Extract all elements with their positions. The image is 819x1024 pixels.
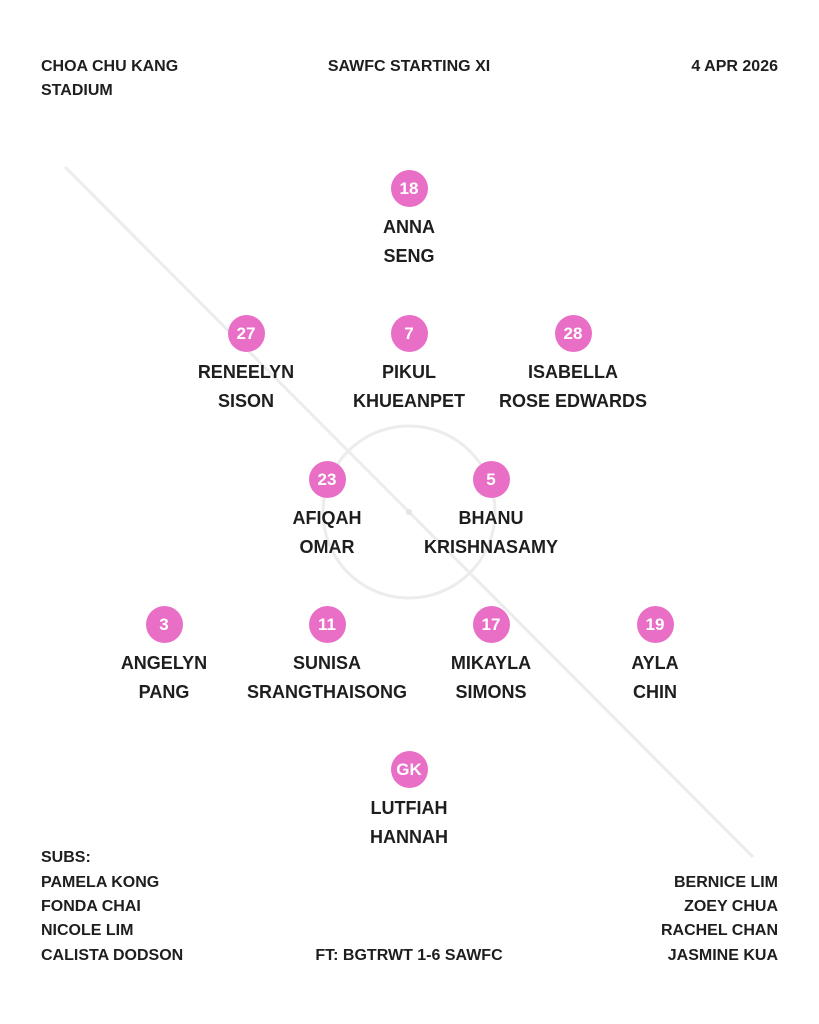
player-5: 5 BHANU KRISHNASAMY	[381, 461, 601, 562]
player-last-name: SRANGTHAISONG	[246, 682, 407, 702]
player-0: 18 ANNA SENG	[299, 170, 519, 271]
player-first-name: RENEELYN	[197, 362, 295, 382]
player-9: 19 AYLA CHIN	[545, 606, 765, 707]
player-4: 23 AFIQAH OMAR	[217, 461, 437, 562]
player-number-badge: 27	[227, 315, 265, 352]
page-title: SAWFC STARTING XI	[327, 58, 491, 75]
player-first-name: BHANU	[458, 508, 524, 528]
player-first-name: AYLA	[631, 653, 679, 673]
player-number-badge: 18	[390, 170, 428, 207]
sub-right-4: JASMINE KUA	[667, 947, 778, 964]
player-number-badge: 7	[390, 315, 428, 352]
player-last-name: OMAR	[299, 537, 355, 557]
player-last-name: KHUEANPET	[352, 391, 465, 411]
player-number-badge: 11	[308, 606, 346, 643]
subs-label: SUBS:	[41, 849, 91, 866]
sub-left-4: CALISTA DODSON	[41, 947, 184, 964]
player-last-name: SISON	[217, 391, 274, 411]
player-last-name: HANNAH	[370, 827, 448, 847]
player-6: 3 ANGELYN PANG	[54, 606, 274, 707]
player-last-name: ROSE EDWARDS	[498, 391, 648, 411]
venue-line1: CHOA CHU KANG	[41, 58, 179, 75]
player-first-name: ANNA	[383, 217, 435, 237]
center-circle	[321, 424, 497, 600]
sub-left-1: PAMELA KONG	[41, 874, 160, 891]
player-number-badge: 28	[554, 315, 592, 352]
player-number-badge: 17	[472, 606, 510, 643]
player-first-name: AFIQAH	[292, 508, 362, 528]
player-number-badge: 5	[472, 461, 510, 498]
sub-right-1: BERNICE LIM	[674, 874, 778, 891]
player-8: 17 MIKAYLA SIMONS	[381, 606, 601, 707]
player-last-name: KRISHNASAMY	[423, 537, 558, 557]
sub-right-2: ZOEY CHUA	[684, 898, 778, 915]
player-number-badge: 3	[145, 606, 183, 643]
sub-left-2: FONDA CHAI	[41, 898, 141, 915]
player-first-name: SUNISA	[292, 653, 361, 673]
player-last-name: SIMONS	[455, 682, 527, 702]
sub-right-3: RACHEL CHAN	[660, 922, 778, 939]
player-10: GK LUTFIAH HANNAH	[299, 751, 519, 852]
player-1: 27 RENEELYN SISON	[136, 315, 356, 416]
sub-left-3: NICOLE LIM	[41, 922, 134, 939]
player-first-name: LUTFIAH	[370, 798, 448, 818]
player-first-name: PIKUL	[382, 362, 436, 382]
player-first-name: ISABELLA	[528, 362, 618, 382]
match-date: 4 APR 2026	[691, 58, 778, 75]
player-number-badge: GK	[390, 751, 428, 788]
player-2: 7 PIKUL KHUEANPET	[299, 315, 519, 416]
full-time-result: FT: BGTRWT 1-6 SAWFC	[315, 947, 503, 964]
player-first-name: MIKAYLA	[450, 653, 532, 673]
center-spot	[406, 509, 412, 515]
player-number-badge: 19	[636, 606, 674, 643]
venue-line2: STADIUM	[41, 82, 113, 99]
player-first-name: ANGELYN	[120, 653, 208, 673]
player-7: 11 SUNISA SRANGTHAISONG	[217, 606, 437, 707]
player-number-badge: 23	[308, 461, 346, 498]
player-last-name: PANG	[138, 682, 190, 702]
player-last-name: SENG	[383, 246, 435, 266]
player-last-name: CHIN	[633, 682, 677, 702]
player-3: 28 ISABELLA ROSE EDWARDS	[463, 315, 683, 416]
